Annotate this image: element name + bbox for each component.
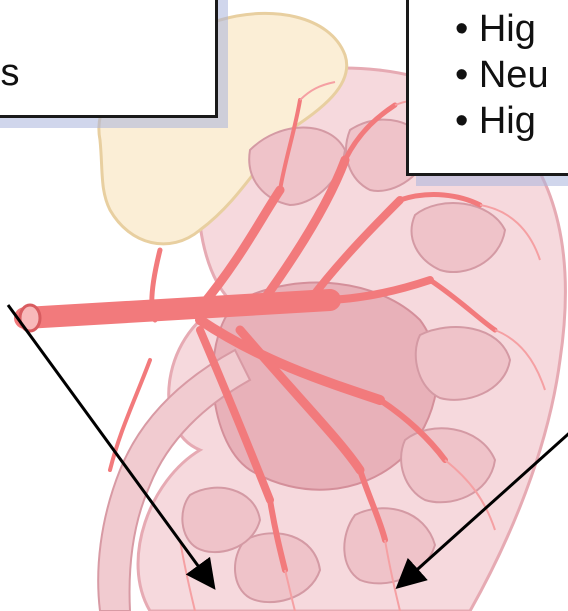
callout-box-right: • Hig • Neu • Hig (406, 0, 568, 176)
callout-right-bullet: • Neu (455, 53, 549, 97)
callout-right-bullet: • Hig (455, 7, 536, 51)
callout-box-left: n sis (0, 0, 218, 118)
callout-left-line: sis (0, 51, 19, 95)
callout-right-bullet: • Hig (455, 99, 536, 143)
